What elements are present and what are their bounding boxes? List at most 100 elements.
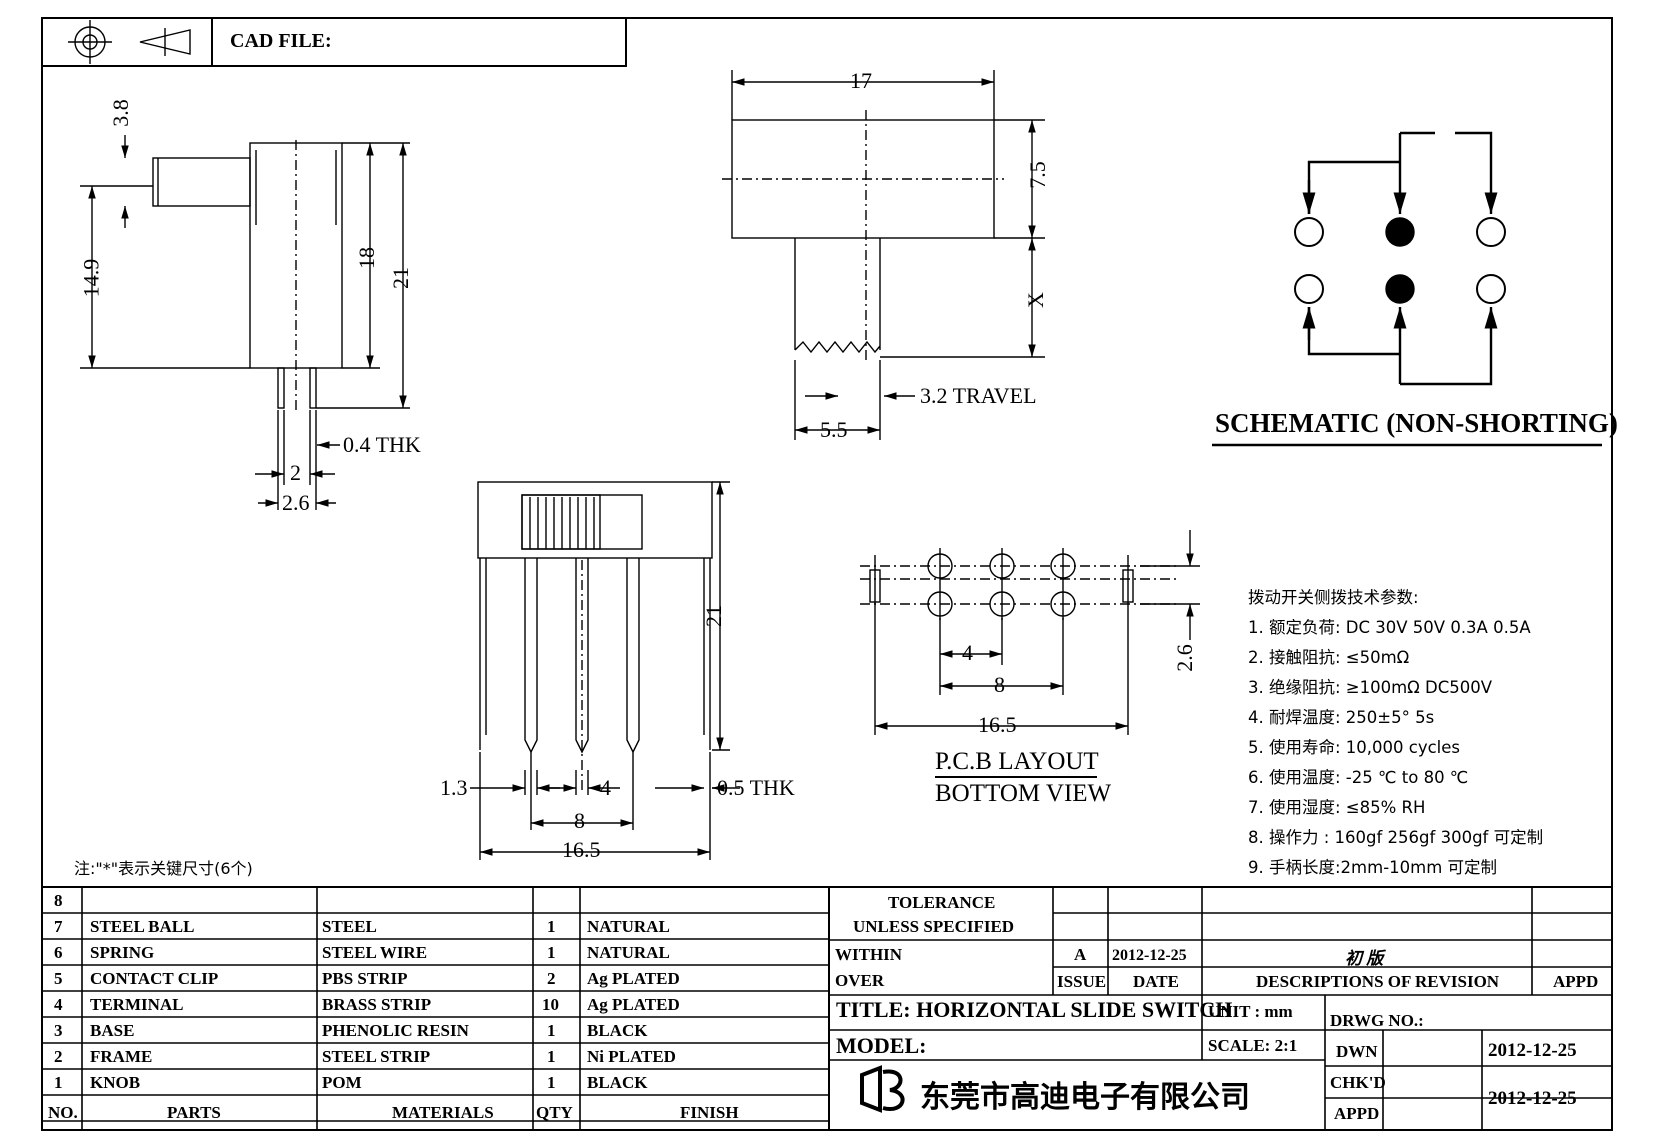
pcb-layout [860, 530, 1200, 778]
bom-no: 3 [54, 1021, 63, 1040]
revision-letter: A [1074, 945, 1087, 964]
schematic-title: SCHEMATIC (NON-SHORTING) [1215, 408, 1618, 438]
bom-table: 8 7 STEEL BALL STEEL 1 NATURAL 6 SPRING … [42, 889, 829, 1123]
revision-description: 初 版 [1345, 949, 1384, 968]
spec-item: 5. 使用寿命: 10,000 cycles [1248, 738, 1461, 757]
dim-pcb-8: 8 [994, 672, 1005, 697]
bom-finish: Ni PLATED [587, 1047, 676, 1066]
bom-finish: BLACK [587, 1073, 648, 1092]
dim-0-5-thk: 0.5 THK [717, 775, 795, 800]
date-label: DATE [1133, 972, 1179, 991]
dim-14-9: 14.9 [78, 258, 104, 298]
front-view [470, 481, 740, 860]
unit-label: UNIT : mm [1208, 1002, 1293, 1021]
model-label: MODEL: [836, 1033, 927, 1058]
dim-18: 18 [354, 247, 379, 269]
dwn-date: 2012-12-25 [1488, 1040, 1577, 1061]
bom-row: 8 [42, 889, 829, 915]
bom-material: POM [322, 1073, 362, 1092]
issue-label: ISSUE [1057, 972, 1107, 991]
bom-qty: 1 [547, 1073, 556, 1092]
dim-0-4-thk: 0.4 THK [343, 432, 421, 457]
bom-part: CONTACT CLIP [90, 969, 219, 988]
bom-no: 4 [54, 995, 63, 1014]
dim-front-21: 21 [701, 605, 726, 627]
bom-material: PBS STRIP [322, 969, 408, 988]
top-view [722, 70, 1045, 440]
key-dimension-note: 注:"*"表示关键尺寸(6个) [74, 859, 253, 878]
bom-qty: 1 [547, 1047, 556, 1066]
appd-signature-label: APPD [1334, 1104, 1380, 1123]
bom-header-row: NO. PARTS MATERIALS QTY FINISH [42, 1097, 829, 1123]
bom-finish: Ag PLATED [587, 969, 680, 988]
bom-qty: 10 [542, 995, 559, 1014]
spec-item: 2. 接触阻抗: ≤50mΩ [1248, 648, 1410, 667]
bom-material: STEEL STRIP [322, 1047, 431, 1066]
over-label: OVER [835, 971, 885, 990]
bom-row: 4 TERMINAL BRASS STRIP 10 Ag PLATED [42, 993, 829, 1019]
dim-5-5: 5.5 [820, 417, 848, 442]
dim-front-4: 4 [600, 775, 611, 800]
title-block-grid [829, 886, 1612, 1130]
dim-front-16-5: 16.5 [562, 837, 601, 862]
chkd-label: CHK'D [1330, 1073, 1386, 1092]
projection-symbol [68, 20, 191, 64]
dim-pcb-16-5: 16.5 [978, 712, 1017, 737]
dim-1-3: 1.3 [440, 775, 468, 800]
bom-material: PHENOLIC RESIN [322, 1021, 469, 1040]
bom-header-parts: PARTS [167, 1103, 221, 1122]
dwn-label: DWN [1336, 1042, 1378, 1061]
dim-2: 2 [290, 460, 301, 485]
bom-row: 5 CONTACT CLIP PBS STRIP 2 Ag PLATED [42, 967, 829, 993]
drawing-number-label: DRWG NO.: [1330, 1011, 1424, 1030]
chkd-date: 2012-12-25 [1488, 1088, 1577, 1109]
company-name: 东莞市高迪电子有限公司 [920, 1080, 1250, 1115]
bom-header-no: NO. [48, 1103, 78, 1122]
descriptions-label: DESCRIPTIONS OF REVISION [1256, 972, 1500, 991]
within-label: WITHIN [835, 945, 903, 964]
bom-material: STEEL WIRE [322, 943, 428, 962]
spec-item: 9. 手柄长度:2mm-10mm 可定制 [1248, 858, 1498, 877]
spec-item: 7. 使用湿度: ≤85% RH [1248, 798, 1426, 817]
bom-header-materials: MATERIALS [392, 1103, 494, 1122]
side-view [80, 135, 410, 510]
bom-header-finish: FINISH [680, 1103, 739, 1122]
bom-part: KNOB [90, 1073, 141, 1092]
cad-file-label: CAD FILE: [230, 30, 332, 52]
drawing-title: TITLE: HORIZONTAL SLIDE SWITCH [836, 997, 1233, 1022]
bom-grid [42, 886, 830, 1130]
schematic [1212, 131, 1602, 447]
bom-qty: 1 [547, 943, 556, 962]
spec-list: 拨动开关侧拨技术参数: 1. 额定负荷: DC 30V 50V 0.3A 0.5… [1248, 584, 1543, 884]
bom-row: 7 STEEL BALL STEEL 1 NATURAL [42, 915, 829, 941]
bom-material: STEEL [322, 917, 377, 936]
pcb-title: P.C.B LAYOUT [935, 748, 1099, 775]
bom-no: 6 [54, 943, 63, 962]
bom-material: BRASS STRIP [322, 995, 432, 1014]
spec-item: 1. 额定负荷: DC 30V 50V 0.3A 0.5A [1248, 618, 1531, 637]
revision-date: 2012-12-25 [1112, 947, 1187, 964]
bom-part: SPRING [90, 943, 155, 962]
dim-21: 21 [388, 267, 413, 289]
tolerance-label: TOLERANCE [888, 893, 996, 912]
bom-part: BASE [90, 1021, 135, 1040]
bom-part: TERMINAL [90, 995, 184, 1014]
bom-qty: 1 [547, 1021, 556, 1040]
spec-item: 3. 绝缘阻抗: ≥100mΩ DC500V [1248, 678, 1493, 697]
scale-label: SCALE: 2:1 [1208, 1036, 1298, 1055]
bom-no: 8 [54, 891, 63, 910]
bom-row: 2 FRAME STEEL STRIP 1 Ni PLATED [42, 1045, 829, 1071]
bom-part: STEEL BALL [90, 917, 195, 936]
bom-finish: NATURAL [587, 943, 670, 962]
bom-row: 3 BASE PHENOLIC RESIN 1 BLACK [42, 1019, 829, 1045]
bom-row: 1 KNOB POM 1 BLACK [42, 1071, 829, 1097]
dim-3-8: 3.8 [107, 99, 133, 127]
tolerance-sub-label: UNLESS SPECIFIED [853, 917, 1015, 936]
appd-label: APPD [1553, 972, 1599, 991]
sheet-border [41, 17, 1613, 1131]
bom-no: 2 [54, 1047, 63, 1066]
dim-front-8: 8 [574, 808, 585, 833]
bom-header-qty: QTY [536, 1103, 573, 1122]
dim-2-6: 2.6 [282, 490, 310, 515]
